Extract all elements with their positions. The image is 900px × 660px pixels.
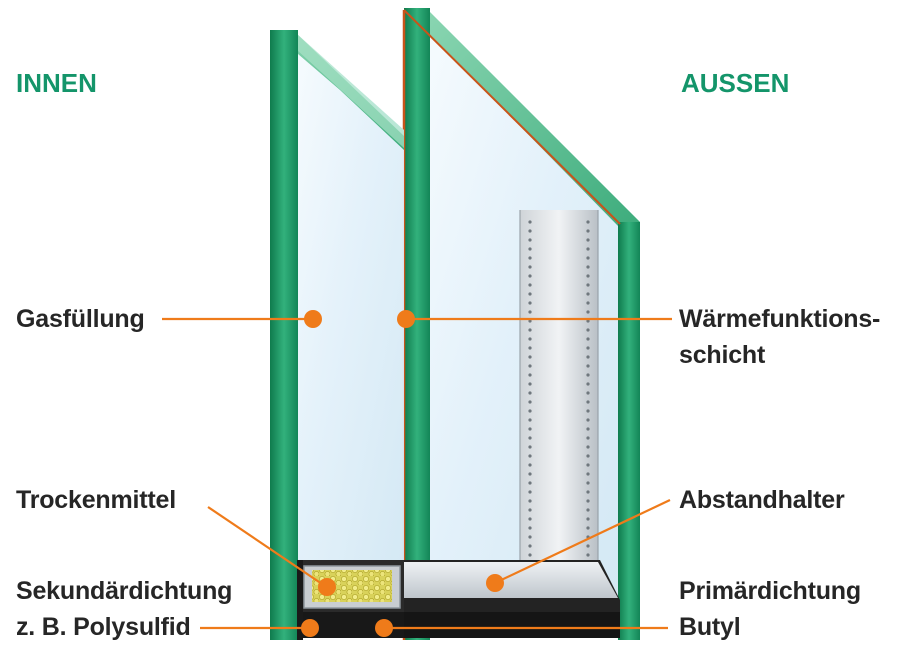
dot-desiccant — [318, 578, 336, 596]
label-coating-line1: Wärmefunktions- — [679, 305, 881, 333]
label-coating-line2: schicht — [679, 341, 766, 369]
dot-primary — [375, 619, 393, 637]
edge-seal-assembly — [300, 560, 620, 638]
callout-dots — [301, 310, 504, 637]
callout-lines — [162, 317, 672, 630]
spacer-bar — [519, 210, 599, 585]
label-primary-seal-line1: Primärdichtung — [679, 577, 861, 605]
dot-coating — [397, 310, 415, 328]
label-primary-seal-line2: Butyl — [679, 613, 741, 641]
label-gas-filling: Gasfüllung — [16, 305, 145, 333]
inner-glass-pane — [270, 30, 404, 640]
side-label-inside: INNEN — [16, 68, 97, 98]
label-spacer: Abstandhalter — [679, 486, 845, 514]
dot-gas — [304, 310, 322, 328]
callout-spacer-line — [496, 499, 671, 583]
side-label-outside: AUSSEN — [681, 68, 790, 98]
label-desiccant: Trockenmittel — [16, 486, 176, 514]
callout-desiccant-line — [207, 506, 326, 587]
dot-spacer — [486, 574, 504, 592]
label-secondary-seal-line1: Sekundärdichtung — [16, 577, 233, 605]
label-secondary-seal-line2: z. B. Polysulfid — [16, 613, 191, 641]
dot-secondary — [301, 619, 319, 637]
